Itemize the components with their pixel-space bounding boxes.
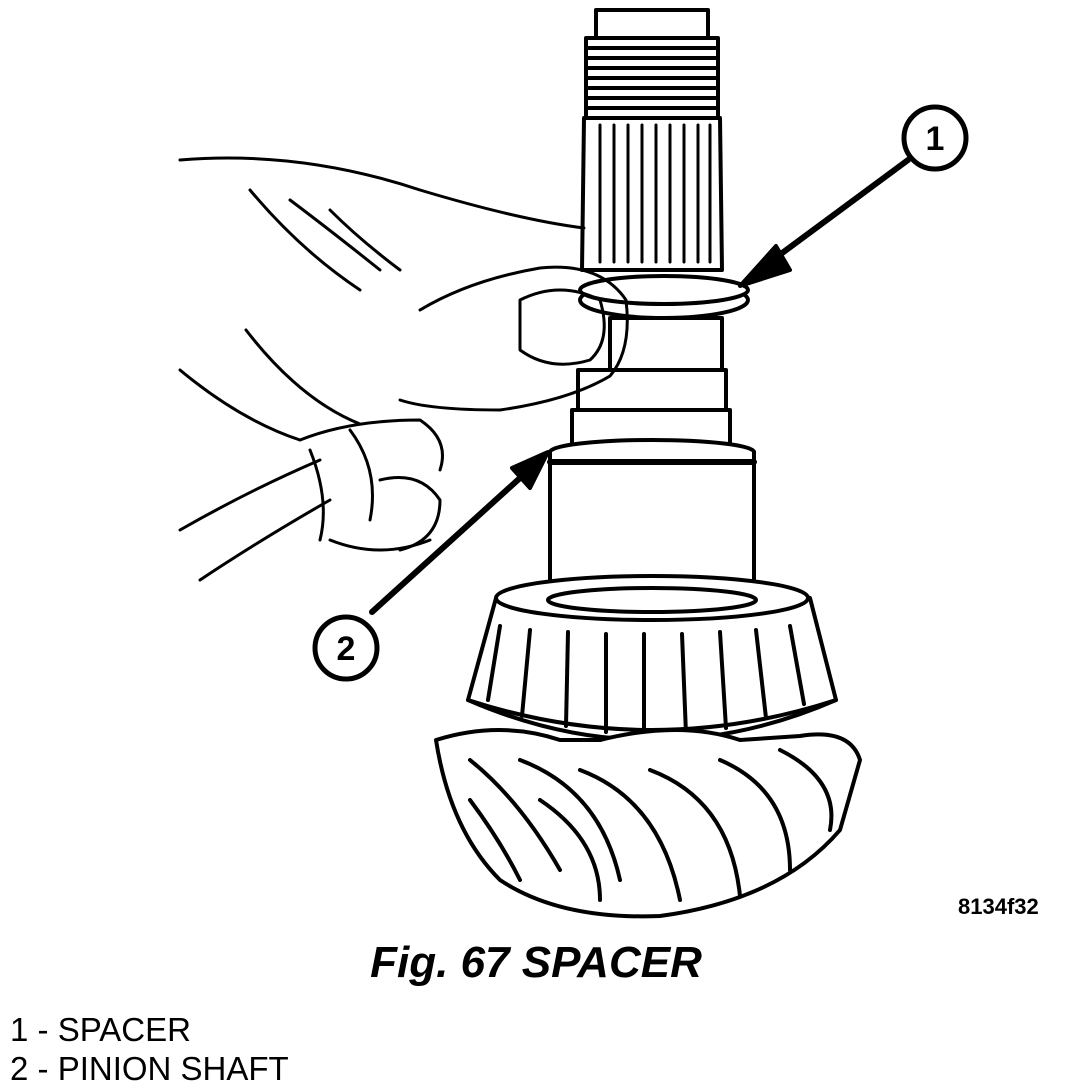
legend-item-separator: - [28, 1011, 58, 1048]
callout-2-leader [369, 450, 550, 615]
figure-reference-code: 8134f32 [958, 894, 1039, 919]
figure-caption: Fig. 67 SPACER [370, 938, 702, 987]
pinion-shaft-collar [547, 438, 757, 592]
legend-item: 2 - PINION SHAFT [10, 1049, 289, 1088]
shaft-threaded-tip [584, 8, 720, 120]
pinion-shaft-illustration: 1 2 [178, 8, 969, 919]
legend-item-number: 1 [10, 1011, 29, 1048]
shaft-body [570, 316, 732, 447]
legend-item: 1 - SPACER [10, 1010, 289, 1049]
callout-2-number: 2 [337, 630, 356, 668]
hand [178, 156, 629, 582]
shaft-spline [580, 116, 724, 272]
callout-2-circle [312, 614, 380, 682]
callout-1-circle [901, 104, 969, 172]
callout-1-number: 1 [926, 120, 945, 158]
legend-item-label: SPACER [57, 1011, 191, 1048]
legend: 1 - SPACER 2 - PINION SHAFT [10, 1010, 289, 1088]
spacer-ring [578, 274, 750, 320]
legend-item-number: 2 [10, 1050, 29, 1087]
legend-item-separator: - [28, 1050, 58, 1087]
legend-item-label: PINION SHAFT [57, 1050, 289, 1087]
pinion-gear [434, 728, 862, 919]
tapered-roller-bearing [466, 574, 838, 742]
callout-1-leader [738, 157, 911, 288]
